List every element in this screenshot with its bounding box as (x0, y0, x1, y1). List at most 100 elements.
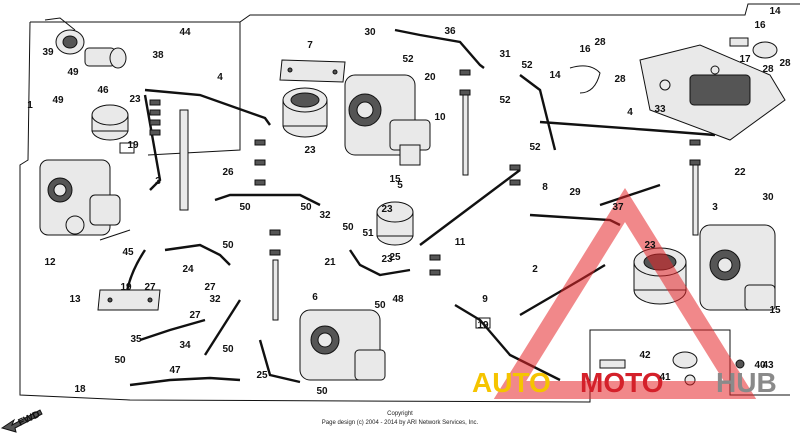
part-callout-18: 18 (74, 384, 86, 395)
plate-13 (97, 289, 161, 311)
part-callout-25: 25 (256, 370, 268, 381)
part-callout-26: 26 (222, 167, 234, 178)
part-callout-19: 19 (120, 282, 132, 293)
part-callout-23: 23 (129, 94, 141, 105)
part-callout-50: 50 (222, 240, 234, 251)
frame-top (30, 3, 800, 23)
part-callout-38: 38 (152, 50, 164, 61)
part-callout-2: 2 (532, 264, 538, 275)
part-callout-3: 3 (712, 202, 718, 213)
part-callout-40: 40 (754, 360, 766, 371)
part-callout-50: 50 (316, 386, 328, 397)
part-callout-35: 35 (130, 334, 142, 345)
part-callout-50: 50 (300, 202, 312, 213)
fwd-arrow (0, 409, 43, 433)
part-callout-39: 39 (42, 47, 54, 58)
part-callout-23: 23 (381, 204, 393, 215)
hose-47 (129, 376, 241, 387)
part-callout-32: 32 (209, 294, 221, 305)
left-carburetor (39, 159, 131, 241)
link-rod-4-left (144, 88, 271, 126)
part-callout-45: 45 (122, 247, 134, 258)
part-callout-27: 27 (204, 282, 216, 293)
right-carburetor (699, 224, 776, 311)
part-callout-6: 6 (312, 292, 318, 303)
plate-7 (279, 59, 346, 83)
upper-center-carburetor (344, 74, 431, 166)
part-callout-44: 44 (179, 27, 191, 38)
cable-9 (454, 303, 561, 382)
part-callout-50: 50 (239, 202, 251, 213)
part-callout-10: 10 (434, 112, 446, 123)
part-callout-13: 13 (69, 294, 81, 305)
part-callout-33: 33 (654, 104, 666, 115)
part-callout-49: 49 (52, 95, 64, 106)
hose-26 (214, 193, 321, 207)
copyright-line-1: Copyright (387, 411, 413, 417)
part-callout-49: 49 (67, 67, 79, 78)
part-callout-52: 52 (499, 95, 511, 106)
part-callout-34: 34 (179, 340, 191, 351)
part-callout-14: 14 (549, 70, 561, 81)
intake-boot-center (282, 87, 328, 138)
part-callout-11: 11 (455, 237, 466, 248)
part-callout-52: 52 (529, 142, 541, 153)
part-callout-25: 25 (389, 252, 401, 263)
lower-center-carburetor (299, 309, 386, 381)
part-callout-50: 50 (342, 222, 354, 233)
watermark-logo: AUTO MOTO HUB (472, 187, 777, 399)
part-callout-19: 19 (477, 320, 489, 331)
part-callout-23: 23 (304, 145, 316, 156)
part-callout-12: 12 (44, 257, 56, 268)
intake-boot-left (91, 104, 129, 141)
washer-stack-center (269, 164, 521, 321)
watermark-text-left: AUTO (472, 367, 551, 398)
hose-52 (519, 74, 557, 151)
hose-25 (349, 249, 411, 277)
part-callout-28: 28 (779, 58, 791, 69)
part-callout-29: 29 (569, 187, 581, 198)
part-callout-8: 8 (542, 182, 548, 193)
link-rod-4-right (539, 120, 716, 137)
part-callout-4: 4 (627, 107, 633, 118)
part-callout-30: 30 (364, 27, 376, 38)
part-callout-1: 1 (27, 100, 33, 111)
part-callout-14: 14 (769, 6, 781, 17)
washer-stack-far-right (689, 139, 701, 236)
part-callout-52: 52 (402, 54, 414, 65)
part-callout-15: 15 (769, 305, 781, 316)
part-callout-47: 47 (169, 365, 181, 376)
hose-25-lower (258, 339, 301, 384)
link-rod-11 (419, 169, 521, 246)
part-callout-7: 7 (307, 40, 313, 51)
watermark-text-right: HUB (716, 367, 777, 398)
part-callout-41: 41 (659, 372, 671, 383)
air-inlet-cover (55, 29, 127, 69)
intake-boot-mid (376, 201, 414, 246)
part-callout-16: 16 (579, 44, 591, 55)
part-callout-48: 48 (392, 294, 404, 305)
part-callout-28: 28 (762, 64, 774, 75)
part-callout-21: 21 (324, 257, 336, 268)
part-callout-36: 36 (444, 26, 456, 37)
air-chamber-33 (639, 44, 786, 141)
box-19-right (475, 317, 491, 329)
part-callout-37: 37 (612, 202, 624, 213)
part-callout-24: 24 (182, 264, 194, 275)
part-callout-28: 28 (594, 37, 606, 48)
part-callout-23: 23 (381, 254, 393, 265)
part-callout-20: 20 (424, 72, 436, 83)
part-callout-50: 50 (114, 355, 126, 366)
watermark-text-mid: MOTO (580, 367, 663, 398)
hose-34 (203, 299, 242, 356)
part-callout-31: 31 (499, 49, 511, 60)
hose-24 (164, 243, 231, 266)
part-callout-22: 22 (734, 167, 746, 178)
frame-divider (147, 22, 241, 156)
part-callout-46: 46 (97, 85, 109, 96)
part-callout-27: 27 (189, 310, 201, 321)
rod-37 (599, 183, 661, 207)
fwd-label: FWD (17, 409, 42, 429)
warning-triangle-icon (493, 187, 757, 399)
